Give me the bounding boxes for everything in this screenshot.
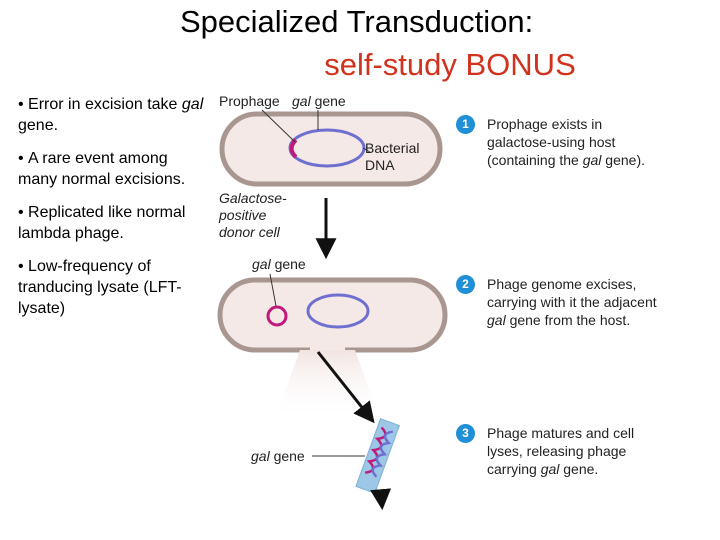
- label-gal-gene-top: gal gene: [292, 93, 346, 109]
- excised-phage-circle: [266, 305, 288, 327]
- label-gal-gene-mid: gal gene: [252, 256, 306, 272]
- bullet-item: Error in excision take gal gene.: [18, 94, 208, 136]
- bullet-list: Error in excision take gal gene. A rare …: [18, 94, 208, 331]
- host-cell-1: [219, 111, 443, 187]
- label-gal-gene-bottom: gal gene: [251, 448, 305, 464]
- bacterial-dna-leader: [362, 147, 371, 153]
- arrow-step-2: [316, 351, 375, 424]
- title-line-2: self-study BONUS: [324, 47, 576, 82]
- bullet-item: Low-frequency of tranducing lysate (LFT-…: [18, 256, 208, 319]
- arrow-step-3: [370, 488, 392, 511]
- step-number-2: 2: [456, 275, 475, 294]
- bacterial-dna-2: [306, 293, 370, 329]
- title-line-1: Specialized Transduction:: [180, 4, 534, 39]
- bullet-item: A rare event among many normal excisions…: [18, 148, 208, 190]
- transducing-phage: [355, 418, 401, 494]
- prophage-leader: [261, 109, 296, 143]
- slide-title: Specialized Transduction: self-study BON…: [180, 2, 720, 85]
- bullet-item: Replicated like normal lambda phage.: [18, 202, 208, 244]
- gal-gene-leader-mid: [269, 273, 277, 307]
- step-number-1: 1: [456, 115, 475, 134]
- step-number-3: 3: [456, 424, 475, 443]
- label-prophage: Prophage: [219, 93, 280, 109]
- host-cell-2: [217, 277, 448, 353]
